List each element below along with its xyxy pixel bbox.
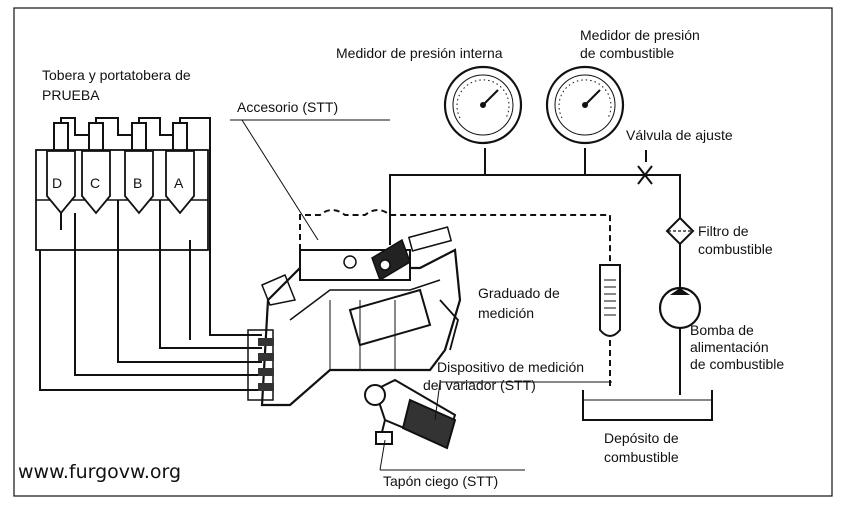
blind-plug-part bbox=[375, 431, 393, 445]
nozzle-label-a: A bbox=[174, 175, 184, 191]
feed-pump bbox=[658, 286, 702, 330]
injection-pump bbox=[247, 226, 462, 407]
nozzle-c bbox=[81, 122, 111, 215]
accessory-label: Accesorio (STT) bbox=[237, 99, 338, 115]
nozzle-b bbox=[124, 122, 154, 215]
high-pressure-lines bbox=[39, 117, 265, 391]
timer-device-label-line1: Dispositivo de medición bbox=[437, 359, 584, 375]
timer-measuring-device bbox=[364, 378, 457, 450]
fuel-tank bbox=[582, 390, 713, 421]
fuel-filter bbox=[665, 216, 695, 246]
fuel-filter-label-line2: combustible bbox=[698, 241, 773, 257]
feed-pump-label-line2: alimentación bbox=[690, 339, 769, 355]
nozzle-label-c: C bbox=[90, 175, 100, 191]
timer-device-label-line2: del variador (STT) bbox=[423, 377, 536, 393]
feed-pump-label-line1: Bomba de bbox=[690, 322, 754, 338]
measuring-cylinder-label-line2: medición bbox=[478, 305, 534, 321]
internal-pressure-gauge-label: Medidor de presión interna bbox=[336, 45, 503, 61]
leader-lines bbox=[230, 119, 612, 471]
nozzle-a bbox=[165, 122, 195, 215]
fuel-tank-label-line1: Depósito de bbox=[604, 430, 679, 446]
internal-pressure-gauge bbox=[443, 65, 523, 145]
nozzle-label-d: D bbox=[52, 175, 62, 191]
fuel-filter-label-line1: Filtro de bbox=[698, 223, 749, 239]
fuel-pressure-gauge-label-line2: de combustible bbox=[580, 45, 674, 61]
feed-pump-label-line3: de combustible bbox=[690, 356, 784, 372]
frame-border bbox=[13, 7, 833, 497]
measuring-cylinder bbox=[599, 264, 621, 337]
nozzle-label-b: B bbox=[133, 175, 142, 191]
fuel-tank-label-line2: combustible bbox=[604, 449, 679, 465]
adjust-valve-label: Válvula de ajuste bbox=[626, 127, 733, 143]
fuel-pressure-gauge-label-line1: Medidor de presión bbox=[580, 27, 700, 43]
nozzle-d bbox=[46, 122, 76, 215]
nozzle-test-label-line2: PRUEBA bbox=[42, 87, 100, 103]
measuring-cylinder-label-line1: Graduado de bbox=[478, 285, 560, 301]
fuel-pressure-gauge bbox=[545, 65, 625, 145]
supply-lines bbox=[389, 148, 681, 395]
blind-plug-label: Tapón ciego (STT) bbox=[383, 473, 498, 489]
adjust-valve bbox=[637, 150, 653, 185]
nozzle-test-label-line1: Tobera y portatobera de bbox=[42, 67, 191, 83]
watermark-text: www.furgovw.org bbox=[18, 461, 181, 483]
